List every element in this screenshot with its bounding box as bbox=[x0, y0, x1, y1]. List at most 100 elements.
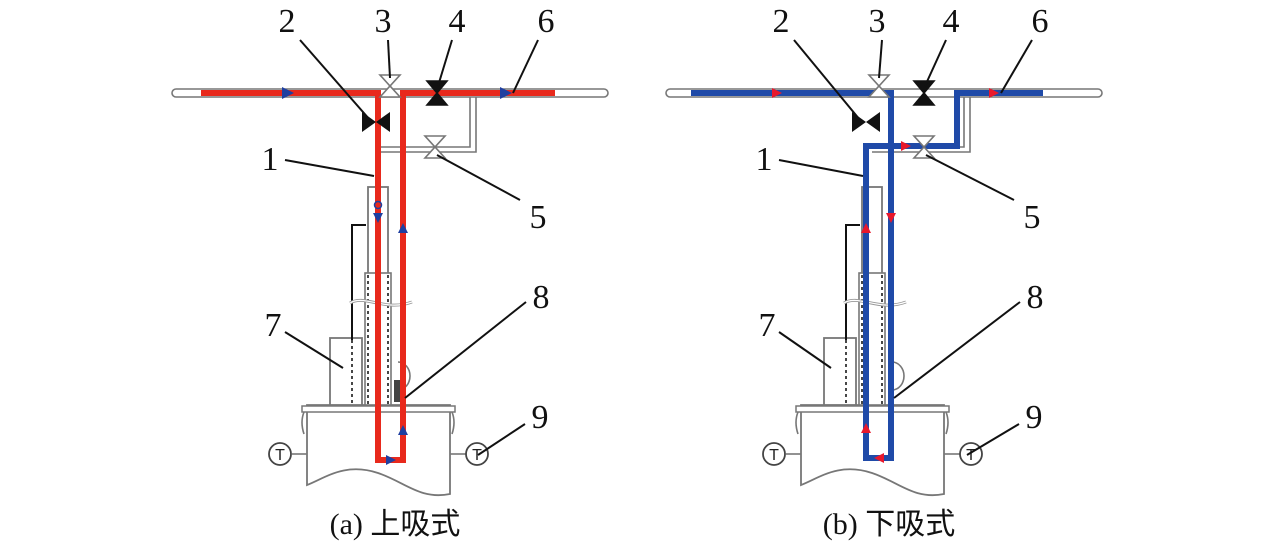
valve-upper-triangle bbox=[423, 135, 447, 149]
leader-line bbox=[778, 159, 864, 177]
callout-number: 8 bbox=[533, 279, 550, 316]
label-2: 2 bbox=[773, 3, 861, 121]
valve-left-triangle bbox=[852, 112, 866, 132]
callout-number: 1 bbox=[262, 141, 279, 178]
label-8: 8 bbox=[893, 279, 1044, 399]
leader-line bbox=[299, 39, 371, 121]
valve-upper-triangle bbox=[912, 80, 936, 95]
leader-line bbox=[477, 423, 526, 456]
valve-upper-triangle bbox=[912, 135, 936, 149]
leader-line bbox=[878, 39, 883, 79]
valve-lower-triangle bbox=[912, 145, 936, 159]
valve-3 bbox=[867, 74, 891, 98]
tank-body bbox=[800, 404, 945, 497]
label-9: 9 bbox=[477, 399, 549, 456]
gauge-circle bbox=[762, 442, 786, 466]
valve-left-triangle bbox=[362, 112, 376, 132]
valve-5 bbox=[423, 135, 447, 159]
flow-arrow bbox=[282, 87, 294, 99]
label-3: 3 bbox=[375, 3, 392, 79]
valve-right-triangle bbox=[866, 112, 880, 132]
housing-box-7 bbox=[329, 337, 363, 406]
flow-arrow bbox=[398, 223, 408, 233]
temperature-gauge-left: T bbox=[268, 442, 292, 466]
callout-number: 9 bbox=[1026, 399, 1043, 436]
flow-arrow bbox=[901, 141, 911, 151]
flange-arc bbox=[891, 361, 905, 391]
valve-lower-triangle bbox=[425, 91, 449, 106]
callout-number: 2 bbox=[279, 3, 296, 40]
label-7: 7 bbox=[265, 307, 344, 369]
tank-handle-left bbox=[795, 411, 799, 435]
leader-line bbox=[437, 39, 453, 87]
callout-number: 3 bbox=[869, 3, 886, 40]
leader-line bbox=[778, 331, 832, 369]
housing-box-7 bbox=[823, 337, 857, 406]
valve-lower-triangle bbox=[867, 84, 891, 98]
leader-line bbox=[793, 39, 861, 121]
bypass-line-outline bbox=[378, 97, 471, 148]
valve-4 bbox=[425, 80, 449, 106]
label-8: 8 bbox=[404, 279, 550, 399]
panel-caption: (b) 下吸式 bbox=[823, 508, 955, 541]
callout-number: 5 bbox=[530, 199, 547, 236]
callout-number: 3 bbox=[375, 3, 392, 40]
leader-line bbox=[512, 39, 539, 94]
flow-arrow bbox=[874, 453, 884, 463]
leader-line bbox=[387, 39, 391, 79]
gauge-symbol: T bbox=[769, 447, 779, 464]
callout-number: 1 bbox=[756, 141, 773, 178]
leader-line bbox=[1000, 39, 1033, 94]
tank-flange bbox=[795, 405, 950, 413]
flow-arrow bbox=[989, 88, 999, 98]
tank-handle-left bbox=[301, 411, 305, 435]
valve-right-triangle bbox=[376, 112, 390, 132]
valve-lower-triangle bbox=[378, 84, 402, 98]
label-1: 1 bbox=[262, 141, 375, 178]
flow-arrow bbox=[772, 88, 782, 98]
bypass-line-outline-inner bbox=[872, 97, 971, 153]
gauge-symbol: T bbox=[472, 447, 482, 464]
flow-marker bbox=[373, 200, 383, 210]
valve-lower-triangle bbox=[423, 145, 447, 159]
panel-caption: (a) 上吸式 bbox=[330, 508, 461, 541]
flow-arrow bbox=[373, 213, 383, 223]
valve-lower-triangle bbox=[912, 91, 936, 106]
leader-line bbox=[436, 154, 521, 201]
label-7: 7 bbox=[759, 307, 832, 369]
label-6: 6 bbox=[1000, 3, 1049, 94]
temperature-gauge-right: T bbox=[959, 442, 983, 466]
flow-pipes bbox=[691, 90, 1043, 461]
callout-number: 9 bbox=[532, 399, 549, 436]
label-9: 9 bbox=[966, 399, 1043, 456]
callout-number: 2 bbox=[773, 3, 790, 40]
flow-arrow bbox=[500, 87, 512, 99]
label-1: 1 bbox=[756, 141, 864, 178]
callout-number: 5 bbox=[1024, 199, 1041, 236]
valve-4 bbox=[912, 80, 936, 106]
leader-line bbox=[284, 159, 375, 177]
valve-2 bbox=[852, 112, 880, 132]
temperature-gauge-left: T bbox=[762, 442, 786, 466]
panel-a-top-suction: T T 1 2 3 4 5 6 7 8 9 (a) 上吸式 bbox=[171, 3, 609, 541]
leader-line bbox=[966, 423, 1020, 456]
tank-handle-right bbox=[451, 411, 455, 435]
housing-cable bbox=[351, 224, 366, 340]
valve-2 bbox=[362, 112, 390, 132]
leader-line bbox=[893, 301, 1021, 399]
tank-handle-right bbox=[945, 411, 949, 435]
callout-number: 8 bbox=[1027, 279, 1044, 316]
callout-number: 4 bbox=[943, 3, 960, 40]
callout-number: 6 bbox=[538, 3, 555, 40]
callout-number: 4 bbox=[449, 3, 466, 40]
label-3: 3 bbox=[869, 3, 886, 79]
fitting-8 bbox=[394, 380, 400, 402]
flow-arrow bbox=[861, 223, 871, 233]
gauge-circle bbox=[465, 442, 489, 466]
gauge-symbol: T bbox=[275, 447, 285, 464]
label-4: 4 bbox=[437, 3, 466, 87]
temperature-gauge-right: T bbox=[465, 442, 489, 466]
